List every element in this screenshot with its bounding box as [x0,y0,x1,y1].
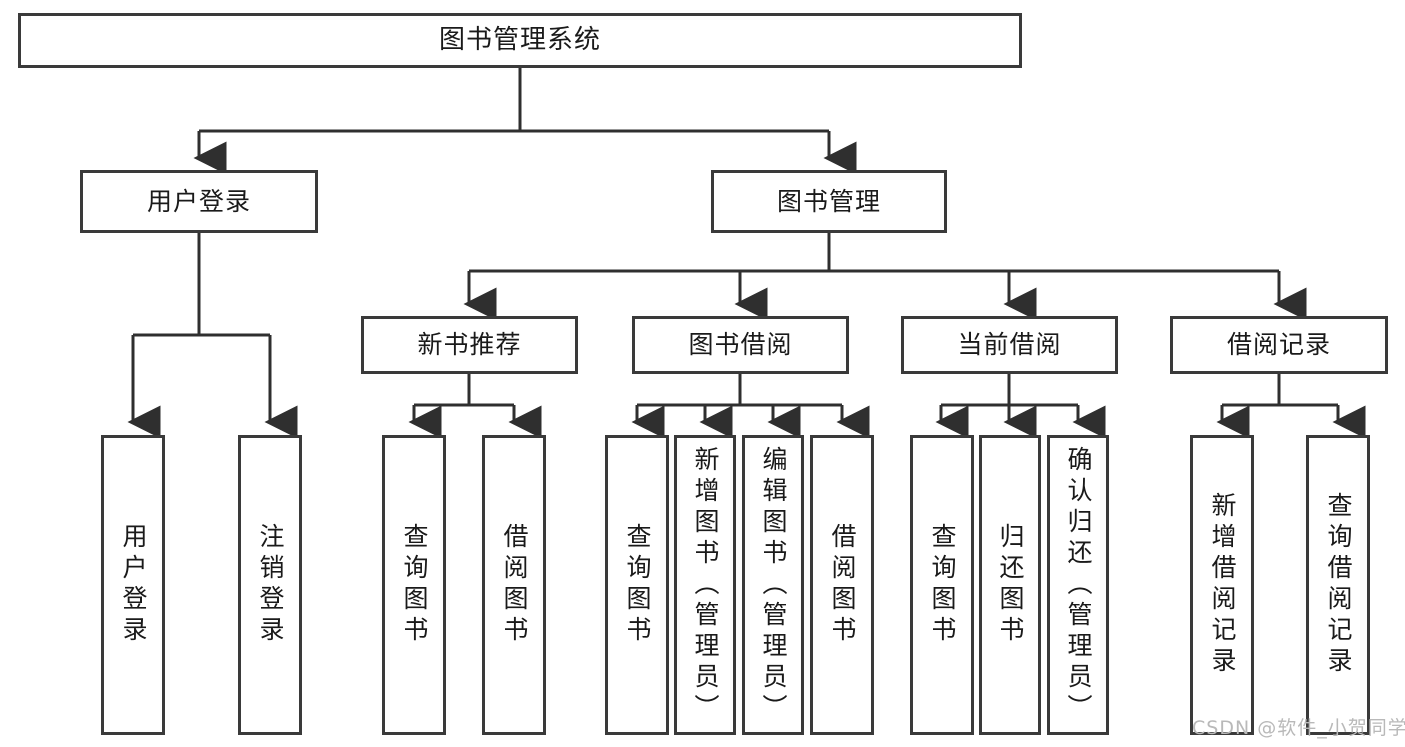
node-label: 图书管理 [776,186,881,216]
node-label: 查询图书 [928,523,957,647]
leaf-query-book-current[interactable]: 查询图书 [910,435,974,735]
node-new-book-recommendation[interactable]: 新书推荐 [361,316,578,374]
csdn-watermark: CSDN @软件_小贺同学 [1192,717,1405,739]
leaf-edit-book-admin[interactable]: 编辑图书（管理员） [742,435,804,735]
leaf-logout[interactable]: 注销登录 [238,435,302,735]
leaf-borrow-book-borrowing[interactable]: 借阅图书 [810,435,874,735]
node-label: 图书管理系统 [438,25,601,56]
leaf-user-login[interactable]: 用户登录 [101,435,165,735]
node-label: 查询借阅记录 [1324,492,1353,678]
node-label: 当前借阅 [957,330,1062,360]
node-label: 编辑图书（管理员） [759,445,788,725]
node-label: 查询图书 [623,523,652,647]
node-label: 注销登录 [256,523,285,647]
node-label: 归还图书 [996,523,1025,647]
leaf-borrow-book-recommendation[interactable]: 借阅图书 [482,435,546,735]
node-label: 新书推荐 [417,330,522,360]
leaf-query-book-recommendation[interactable]: 查询图书 [382,435,446,735]
node-label: 借阅图书 [828,523,857,647]
node-label: 用户登录 [146,186,251,216]
node-book-management[interactable]: 图书管理 [711,170,947,233]
node-user-login[interactable]: 用户登录 [80,170,318,233]
node-label: 图书借阅 [688,330,793,360]
node-borrowing-records[interactable]: 借阅记录 [1170,316,1388,374]
leaf-query-borrowing-record[interactable]: 查询借阅记录 [1306,435,1370,735]
leaf-return-book[interactable]: 归还图书 [979,435,1041,735]
node-label: 借阅记录 [1226,330,1331,360]
leaf-add-book-admin[interactable]: 新增图书（管理员） [674,435,736,735]
leaf-confirm-return-admin[interactable]: 确认归还（管理员） [1047,435,1109,735]
leaf-query-book-borrowing[interactable]: 查询图书 [605,435,669,735]
leaf-add-borrowing-record[interactable]: 新增借阅记录 [1190,435,1254,735]
node-label: 借阅图书 [500,523,529,647]
node-book-borrowing[interactable]: 图书借阅 [632,316,849,374]
node-root-book-management-system[interactable]: 图书管理系统 [18,13,1022,68]
node-label: 查询图书 [400,523,429,647]
node-label: 用户登录 [119,523,148,647]
node-label: 确认归还（管理员） [1064,445,1093,725]
node-label: 新增借阅记录 [1208,492,1237,678]
node-current-borrowing[interactable]: 当前借阅 [901,316,1118,374]
node-label: 新增图书（管理员） [691,445,720,725]
